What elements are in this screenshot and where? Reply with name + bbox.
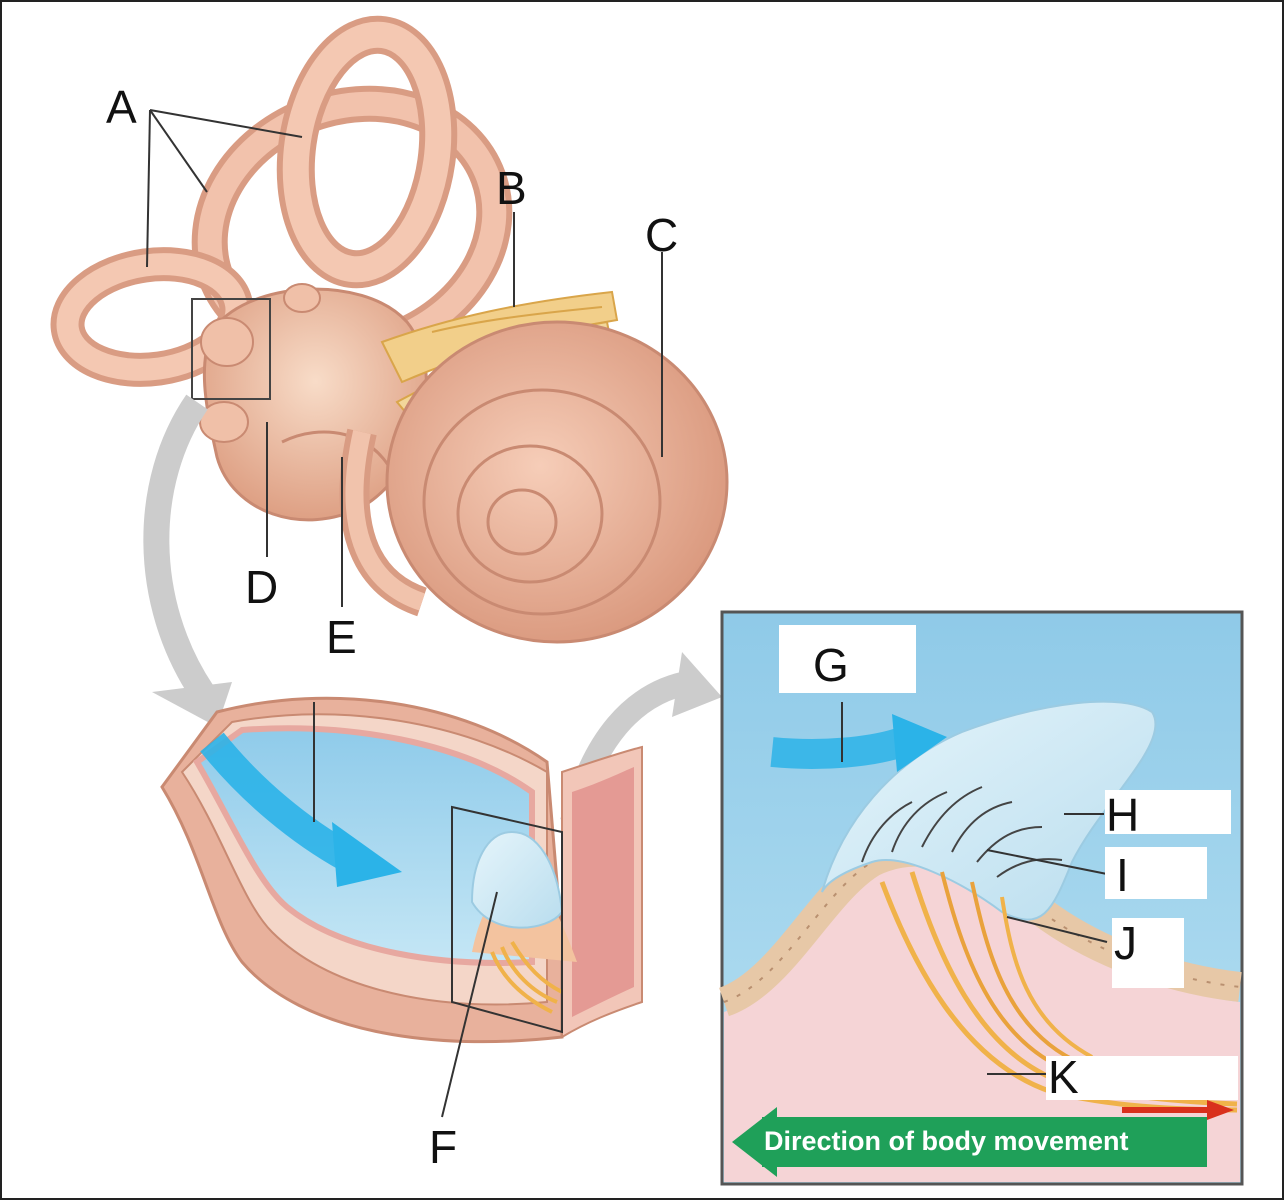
label-e: E <box>326 611 357 663</box>
label-box-j <box>1112 918 1184 988</box>
blue-flow-arrow <box>200 732 355 871</box>
blue-flow-arrow-head <box>332 822 402 887</box>
curved-grey-arrow-2-head <box>672 652 722 717</box>
label-d: D <box>245 561 279 613</box>
curved-grey-arrow <box>143 394 213 700</box>
label-c: C <box>645 209 679 261</box>
green-direction-arrow <box>762 1117 1207 1167</box>
label-box-k <box>1046 1056 1238 1100</box>
ampulla-section <box>160 696 643 1044</box>
inset-flow-arrow <box>770 727 907 769</box>
label-box-h <box>1105 790 1231 834</box>
label-k: K <box>1048 1051 1079 1103</box>
curved-grey-arrow-head <box>152 682 232 727</box>
inset-flow-arrow-head <box>892 714 947 772</box>
zoom-box <box>451 805 563 1034</box>
label-j: J <box>1114 917 1137 969</box>
label-a: A <box>106 81 137 133</box>
movement-direction-label: Direction of body movement <box>764 1126 1129 1156</box>
green-direction-arrow-head <box>732 1107 777 1177</box>
ampulla-highlight-box <box>191 298 271 400</box>
label-box-g <box>779 625 916 693</box>
label-h: H <box>1106 789 1140 841</box>
red-signal-arrow-head <box>1207 1100 1234 1120</box>
label-box-i <box>1105 847 1207 899</box>
leader-lines <box>146 109 1108 1118</box>
label-f: F <box>429 1121 458 1173</box>
cochlea <box>339 320 729 644</box>
label-b: B <box>496 162 527 214</box>
label-i: I <box>1116 849 1129 901</box>
label-g: G <box>813 639 849 691</box>
